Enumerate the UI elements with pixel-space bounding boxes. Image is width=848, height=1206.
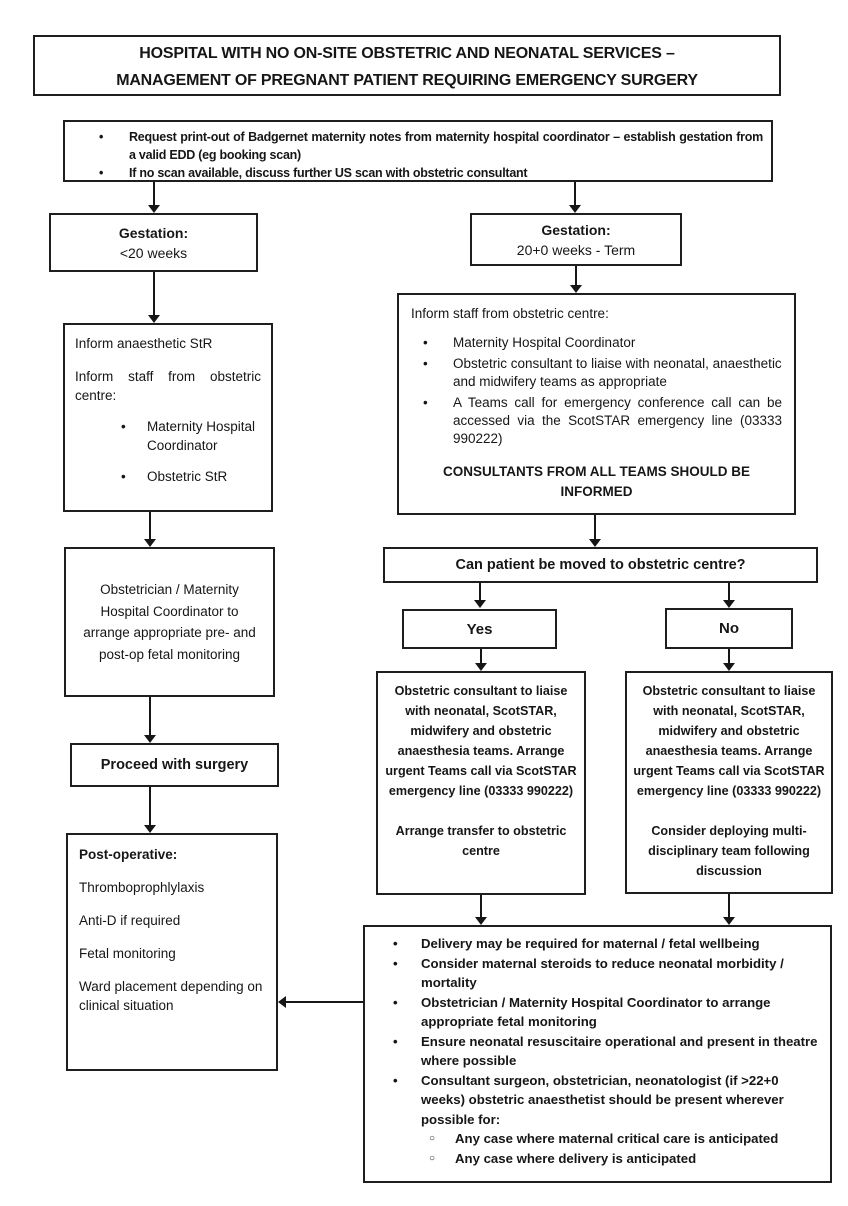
gestation-value: 20+0 weeks - Term bbox=[516, 241, 636, 258]
postop-item-2: Anti-D if required bbox=[79, 913, 181, 928]
inform-bullet-2: Obstetric consultant to liaise with neon… bbox=[453, 356, 782, 389]
list-item: • Consider maternal steroids to reduce n… bbox=[373, 954, 822, 993]
bullet-icon: • bbox=[99, 130, 104, 144]
no-label: No bbox=[719, 620, 739, 637]
arrow-question-to-no bbox=[723, 583, 735, 608]
intro-box: • Request print-out of Badgernet materni… bbox=[63, 120, 773, 182]
intro-bullet-2: If no scan available, discuss further US… bbox=[129, 166, 528, 180]
no-box: No bbox=[665, 608, 793, 649]
gestation-20-to-term-box: Gestation: 20+0 weeks - Term bbox=[470, 213, 682, 266]
inform-bullet-2: Obstetric StR bbox=[147, 469, 228, 484]
yes-label: Yes bbox=[466, 620, 493, 638]
gestation-under-20-box: Gestation: <20 weeks bbox=[49, 213, 258, 272]
circle-bullet-icon: ○ bbox=[429, 1133, 436, 1144]
no-action-para-2: Consider deploying multi-disciplinary te… bbox=[648, 824, 810, 878]
inform-bullet-1: Maternity Hospital Coordinator bbox=[147, 419, 256, 453]
post-operative-box: Post-operative: Thromboprophlylaxis Anti… bbox=[66, 833, 278, 1071]
delivery-sub-bullet-1: Any case where maternal critical care is… bbox=[455, 1131, 779, 1146]
bullet-icon: • bbox=[423, 356, 428, 371]
proceed-text: Proceed with surgery bbox=[100, 757, 249, 773]
delivery-bullet-1: Delivery may be required for maternal / … bbox=[421, 936, 760, 951]
arrow-inform-to-monitoring bbox=[144, 512, 156, 547]
postop-item-3: Fetal monitoring bbox=[79, 946, 176, 961]
no-action-box: Obstetric consultant to liaise with neon… bbox=[625, 671, 833, 894]
delivery-considerations-box: • Delivery may be required for maternal … bbox=[363, 925, 832, 1183]
arrow-monitoring-to-proceed bbox=[144, 697, 156, 743]
gestation-label: Gestation: bbox=[118, 224, 189, 241]
delivery-bullet-4: Ensure neonatal resuscitaire operational… bbox=[421, 1033, 818, 1069]
inform-line-2: Inform staff from obstetric centre: bbox=[75, 369, 261, 403]
list-item: • If no scan available, discuss further … bbox=[73, 164, 763, 182]
delivery-bullet-5: Consultant surgeon, obstetrician, neonat… bbox=[421, 1072, 784, 1127]
postop-heading: Post-operative: bbox=[79, 847, 178, 862]
bullet-icon: • bbox=[393, 936, 398, 951]
yes-action-para-1: Obstetric consultant to liaise with neon… bbox=[385, 684, 577, 798]
bullet-icon: • bbox=[393, 1033, 398, 1049]
arrow-no-to-action bbox=[723, 649, 735, 671]
bullet-icon: • bbox=[121, 469, 126, 484]
yes-box: Yes bbox=[402, 609, 557, 649]
gestation-label: Gestation: bbox=[541, 221, 611, 238]
bullet-icon: • bbox=[423, 335, 428, 350]
inform-line-1: Inform anaesthetic StR bbox=[75, 336, 213, 351]
list-item: • Maternity Hospital Coordinator bbox=[411, 334, 782, 352]
list-item: • Obstetric StR bbox=[75, 467, 261, 486]
yes-action-para-2: Arrange transfer to obstetric centre bbox=[395, 824, 567, 858]
inform-anaesthetic-box: Inform anaesthetic StR Inform staff from… bbox=[63, 323, 273, 512]
gestation-value: <20 weeks bbox=[119, 244, 188, 261]
list-item: • Consultant surgeon, obstetrician, neon… bbox=[373, 1071, 822, 1130]
bullet-icon: • bbox=[393, 955, 398, 971]
delivery-sub-bullet-2: Any case where delivery is anticipated bbox=[455, 1150, 697, 1166]
delivery-bullet-2: Consider maternal steroids to reduce neo… bbox=[421, 955, 784, 991]
inform-obstetric-centre-box: Inform staff from obstetric centre: • Ma… bbox=[397, 293, 796, 515]
arrow-intro-to-gest-right bbox=[569, 182, 581, 213]
inform-bullet-1: Maternity Hospital Coordinator bbox=[453, 335, 636, 350]
arrow-inform-to-question bbox=[589, 515, 601, 547]
question-text: Can patient be moved to obstetric centre… bbox=[455, 557, 746, 573]
list-item: • Ensure neonatal resuscitaire operation… bbox=[373, 1032, 822, 1071]
postop-item-4: Ward placement depending on clinical sit… bbox=[79, 979, 263, 1013]
arrow-gest-right-to-inform bbox=[570, 266, 582, 293]
bullet-icon: • bbox=[393, 994, 398, 1010]
title-line-2: MANAGEMENT OF PREGNANT PATIENT REQUIRING… bbox=[116, 72, 698, 89]
bullet-icon: • bbox=[121, 419, 126, 434]
circle-bullet-icon: ○ bbox=[429, 1152, 436, 1164]
list-item: • Obstetrician / Maternity Hospital Coor… bbox=[373, 993, 822, 1032]
list-item: • Delivery may be required for maternal … bbox=[373, 934, 822, 954]
list-item: ○ Any case where delivery is anticipated bbox=[373, 1149, 822, 1169]
yes-action-box: Obstetric consultant to liaise with neon… bbox=[376, 671, 586, 895]
proceed-with-surgery-box: Proceed with surgery bbox=[70, 743, 279, 787]
bullet-icon: • bbox=[393, 1072, 398, 1088]
arrow-question-to-yes bbox=[474, 583, 486, 608]
arrow-intro-to-gest-left bbox=[148, 182, 160, 213]
arrow-delivery-to-postop bbox=[278, 996, 363, 1008]
bullet-icon: • bbox=[423, 395, 428, 410]
no-action-para-1: Obstetric consultant to liaise with neon… bbox=[633, 684, 825, 798]
list-item: • A Teams call for emergency conference … bbox=[411, 394, 782, 448]
inform-bullet-3: A Teams call for emergency conference ca… bbox=[453, 395, 782, 446]
arrow-yes-to-action bbox=[475, 649, 487, 671]
arrow-proceed-to-postop bbox=[144, 787, 156, 833]
list-item: • Maternity Hospital Coordinator bbox=[75, 417, 261, 455]
inform-heading: Inform staff from obstetric centre: bbox=[411, 306, 609, 321]
fetal-monitoring-box: Obstetrician / Maternity Hospital Coordi… bbox=[64, 547, 275, 697]
delivery-bullet-3: Obstetrician / Maternity Hospital Coordi… bbox=[421, 994, 771, 1030]
consultants-informed-note: CONSULTANTS FROM ALL TEAMS SHOULD BE INF… bbox=[443, 464, 750, 499]
monitoring-text: Obstetrician / Maternity Hospital Coordi… bbox=[83, 582, 256, 662]
list-item: • Obstetric consultant to liaise with ne… bbox=[411, 355, 782, 391]
move-patient-question-box: Can patient be moved to obstetric centre… bbox=[383, 547, 818, 583]
title-box: HOSPITAL WITH NO ON-SITE OBSTETRIC AND N… bbox=[33, 35, 781, 96]
arrow-yes-action-to-delivery bbox=[475, 895, 487, 925]
list-item: ○ Any case where maternal critical care … bbox=[373, 1129, 822, 1149]
title-line-1: HOSPITAL WITH NO ON-SITE OBSTETRIC AND N… bbox=[139, 45, 675, 62]
bullet-icon: • bbox=[99, 166, 104, 180]
intro-bullet-1: Request print-out of Badgernet maternity… bbox=[129, 130, 763, 162]
arrow-gest-left-to-inform bbox=[148, 272, 160, 323]
list-item: • Request print-out of Badgernet materni… bbox=[73, 128, 763, 164]
postop-item-1: Thromboprophlylaxis bbox=[79, 880, 205, 895]
arrow-no-action-to-delivery bbox=[723, 894, 735, 925]
